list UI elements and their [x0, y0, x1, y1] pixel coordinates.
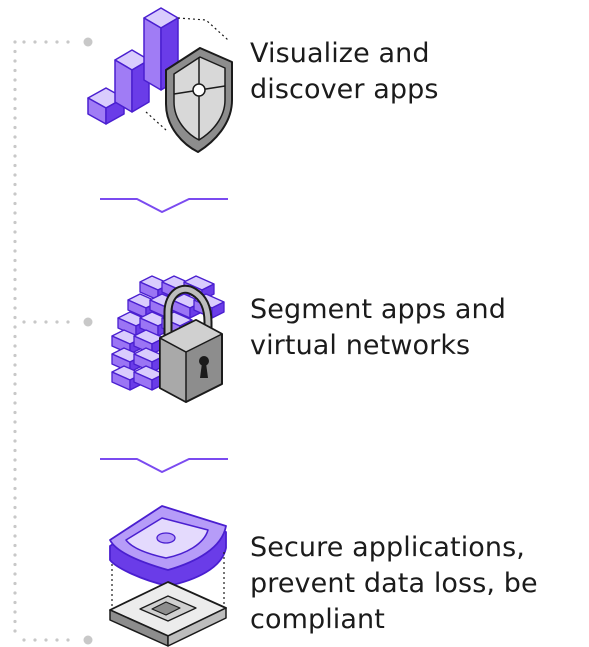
timeline-dot — [13, 201, 17, 206]
chart-shield-icon — [87, 7, 233, 153]
timeline-dot — [13, 154, 17, 158]
timeline-dot — [13, 420, 17, 424]
step-3-label: Secure applications, prevent data loss, … — [250, 532, 538, 635]
timeline-dot — [13, 97, 17, 101]
timeline-dot — [13, 125, 17, 130]
timeline-dot — [13, 106, 17, 111]
timeline-dot — [13, 600, 17, 605]
timeline-dot — [13, 572, 17, 576]
timeline-node-1 — [83, 37, 93, 47]
brick-wall-padlock-icon — [111, 275, 225, 403]
timeline-dot — [13, 448, 17, 453]
timeline-dot — [66, 638, 70, 642]
timeline-dot — [13, 306, 17, 310]
timeline-dot — [13, 344, 17, 348]
timeline-dot — [13, 372, 17, 377]
timeline-dot — [22, 40, 26, 44]
timeline-dot — [55, 638, 59, 642]
timeline-dot — [13, 591, 17, 595]
timeline-dot — [13, 49, 17, 54]
timeline-dot — [13, 268, 17, 272]
timeline-dot — [13, 410, 17, 415]
timeline-dot — [13, 534, 17, 538]
timeline-dot — [13, 173, 17, 177]
timeline-dot — [13, 543, 17, 548]
timeline-dot — [13, 553, 17, 557]
timeline-dot — [33, 638, 37, 642]
timeline-dot — [13, 78, 17, 82]
timeline-dot — [44, 40, 48, 44]
timeline-dot — [13, 467, 17, 472]
timeline-dot — [13, 505, 17, 510]
timeline-dot — [13, 353, 17, 358]
timeline-node-2 — [83, 317, 93, 327]
timeline-dot — [13, 629, 17, 633]
timeline-dot — [13, 524, 17, 529]
timeline-dot — [13, 192, 17, 196]
timeline-dot — [13, 439, 17, 443]
shield-chip-icon — [109, 505, 227, 647]
timeline-dot — [13, 144, 17, 149]
timeline-dot — [33, 40, 37, 44]
timeline-dot — [13, 277, 17, 282]
timeline-dot — [22, 638, 26, 642]
step-1-label: Visualize and discover apps — [250, 38, 439, 105]
timeline-dot — [13, 458, 17, 462]
timeline-dot — [44, 638, 48, 642]
timeline-dot — [13, 382, 17, 386]
timeline-dot — [13, 230, 17, 234]
timeline-dot — [13, 116, 17, 120]
timeline-dot — [13, 40, 17, 44]
timeline-dot — [13, 401, 17, 405]
timeline-dot — [44, 320, 48, 324]
chevron-down-icon — [100, 198, 228, 213]
timeline-dot — [66, 40, 70, 44]
timeline-dot — [13, 249, 17, 253]
timeline-dot — [55, 320, 59, 324]
chevron-down-icon — [100, 458, 228, 473]
timeline-dot — [13, 296, 17, 301]
timeline-dot — [13, 334, 17, 339]
timeline-dotted-line — [13, 37, 93, 645]
timeline-dot — [13, 610, 17, 614]
timeline-dot — [55, 40, 59, 44]
timeline-dot — [13, 581, 17, 586]
timeline-dot — [13, 477, 17, 481]
timeline-dot — [13, 363, 17, 367]
timeline-dot — [13, 429, 17, 434]
timeline-dot — [13, 211, 17, 215]
timeline-dot — [13, 258, 17, 263]
timeline-dot — [13, 135, 17, 139]
timeline-dot — [33, 320, 37, 324]
timeline-dot — [13, 515, 17, 519]
timeline-dot — [13, 182, 17, 187]
timeline-dot — [13, 562, 17, 567]
timeline-dot — [66, 320, 70, 324]
timeline-dot — [13, 220, 17, 225]
timeline-dot — [13, 163, 17, 168]
timeline-dot — [13, 315, 17, 320]
timeline-dot — [13, 87, 17, 92]
step-2-label: Segment apps and virtual networks — [250, 294, 506, 361]
timeline-dot — [22, 320, 26, 324]
timeline-dot — [13, 287, 17, 291]
timeline-dot — [13, 239, 17, 244]
timeline-dot — [13, 325, 17, 329]
timeline-dot — [13, 68, 17, 73]
timeline-dot — [13, 391, 17, 396]
timeline-dot — [13, 59, 17, 63]
timeline-dot — [13, 619, 17, 624]
timeline-dot — [13, 486, 17, 491]
timeline-dot — [13, 496, 17, 500]
timeline-node-3 — [83, 635, 93, 645]
